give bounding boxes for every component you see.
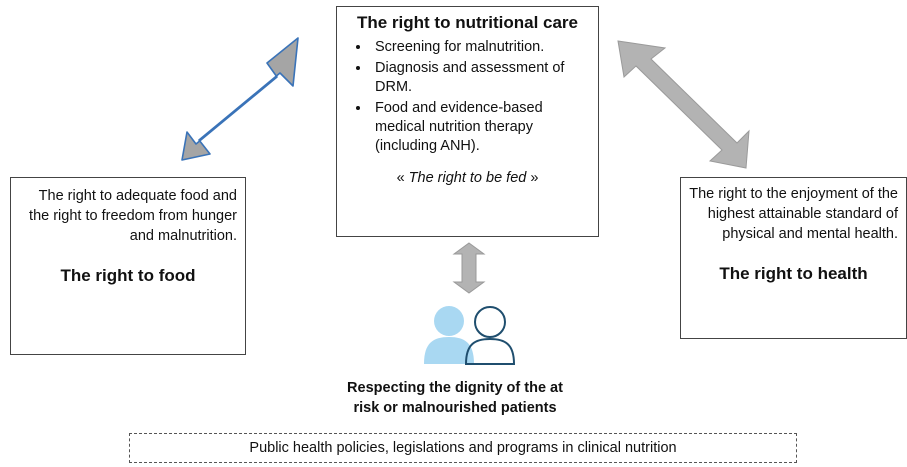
fed-suffix: » bbox=[526, 170, 539, 186]
health-description: The right to the enjoyment of the highes… bbox=[689, 186, 898, 242]
nutritional-care-title: The right to nutritional care bbox=[356, 13, 578, 32]
right-to-health-box: The right to the enjoyment of the highes… bbox=[680, 177, 907, 339]
nutritional-care-box: The right to nutritional care Screening … bbox=[336, 6, 599, 237]
policy-box: Public health policies, legislations and… bbox=[129, 433, 797, 463]
right-to-be-fed: « The right to be fed » bbox=[347, 170, 588, 186]
list-item: Diagnosis and assessment of DRM. bbox=[371, 59, 588, 97]
right-to-food-box: The right to adequate food and the right… bbox=[10, 177, 246, 355]
dignity-caption: Respecting the dignity of the at risk or… bbox=[347, 380, 563, 416]
fed-text: The right to be fed bbox=[408, 170, 527, 186]
list-item: Food and evidence-based medical nutritio… bbox=[371, 99, 588, 156]
people-icon bbox=[424, 306, 516, 365]
fed-prefix: « bbox=[396, 170, 409, 186]
food-title: The right to food bbox=[60, 266, 196, 285]
health-title: The right to health bbox=[719, 264, 868, 283]
right-double-arrow bbox=[617, 40, 750, 169]
food-description: The right to adequate food and the right… bbox=[29, 188, 237, 244]
vertical-double-arrow bbox=[452, 242, 486, 294]
list-item: Screening for malnutrition. bbox=[371, 38, 588, 57]
left-double-arrow bbox=[181, 37, 299, 161]
nutritional-care-list: Screening for malnutrition. Diagnosis an… bbox=[347, 38, 588, 156]
